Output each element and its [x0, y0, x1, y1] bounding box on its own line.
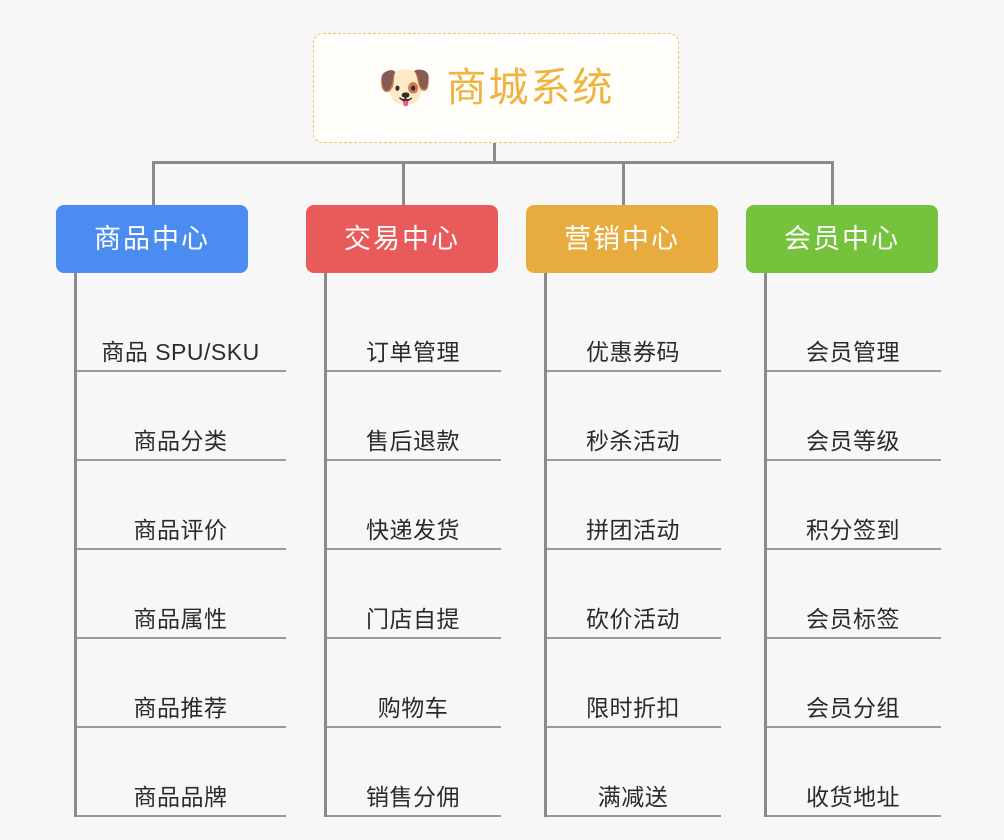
- list-item[interactable]: 满减送: [547, 728, 721, 817]
- list-item-label: 售后退款: [366, 427, 460, 454]
- connector-drop-3: [622, 161, 625, 205]
- list-item-label: 收货地址: [806, 783, 900, 810]
- list-item-label: 商品品牌: [133, 783, 228, 810]
- list-item-label: 快递发货: [366, 516, 460, 543]
- list-item-label: 商品分类: [133, 427, 228, 454]
- dog-face-icon: 🐶: [377, 63, 433, 112]
- list-item[interactable]: 优惠券码: [547, 283, 721, 372]
- list-item-label: 会员分组: [806, 694, 900, 721]
- category-header-label: 交易中心: [344, 223, 460, 254]
- list-item-label: 商品属性: [133, 605, 228, 632]
- list-item-label: 门店自提: [366, 605, 460, 632]
- category-header-label: 商品中心: [94, 223, 210, 254]
- connector-drop-4: [831, 161, 834, 205]
- connector-drop-1: [152, 161, 155, 205]
- list-item[interactable]: 订单管理: [327, 283, 501, 372]
- category-column-trade: 交易中心 订单管理 售后退款 快递发货 门店自提 购物车 销售分佣: [306, 205, 501, 817]
- list-item-label: 销售分佣: [366, 783, 460, 810]
- category-column-product: 商品中心 商品 SPU/SKU 商品分类 商品评价 商品属性 商品推荐 商品品牌: [56, 205, 286, 817]
- list-item-label: 购物车: [377, 694, 449, 721]
- list-item-label: 商品推荐: [133, 694, 228, 721]
- list-item[interactable]: 商品推荐: [77, 639, 286, 728]
- list-item-label: 秒杀活动: [586, 427, 680, 454]
- list-item[interactable]: 会员等级: [767, 372, 941, 461]
- connector-horizontal-bus: [152, 161, 834, 164]
- list-item[interactable]: 会员分组: [767, 639, 941, 728]
- list-item-label: 订单管理: [366, 338, 460, 365]
- list-item-label: 优惠券码: [586, 338, 680, 365]
- root-node[interactable]: 🐶 商城系统: [313, 33, 679, 143]
- connector-root-stem: [493, 143, 496, 163]
- category-column-marketing: 营销中心 优惠券码 秒杀活动 拼团活动 砍价活动 限时折扣 满减送: [526, 205, 721, 817]
- list-item-label: 砍价活动: [586, 605, 680, 632]
- list-item[interactable]: 拼团活动: [547, 461, 721, 550]
- list-item[interactable]: 秒杀活动: [547, 372, 721, 461]
- category-header-marketing[interactable]: 营销中心: [526, 205, 718, 273]
- list-item-label: 积分签到: [806, 516, 900, 543]
- list-item[interactable]: 商品属性: [77, 550, 286, 639]
- list-item-label: 限时折扣: [586, 694, 680, 721]
- list-item-label: 商品评价: [133, 516, 228, 543]
- connector-drop-2: [402, 161, 405, 205]
- list-item[interactable]: 门店自提: [327, 550, 501, 639]
- list-item[interactable]: 限时折扣: [547, 639, 721, 728]
- list-item[interactable]: 积分签到: [767, 461, 941, 550]
- category-header-trade[interactable]: 交易中心: [306, 205, 498, 273]
- list-item[interactable]: 收货地址: [767, 728, 941, 817]
- list-item[interactable]: 会员标签: [767, 550, 941, 639]
- list-item[interactable]: 快递发货: [327, 461, 501, 550]
- category-header-member[interactable]: 会员中心: [746, 205, 938, 273]
- root-title: 商城系统: [446, 66, 615, 110]
- category-header-label: 营销中心: [564, 223, 680, 254]
- list-item[interactable]: 商品评价: [77, 461, 286, 550]
- category-items-trade: 订单管理 售后退款 快递发货 门店自提 购物车 销售分佣: [324, 273, 501, 817]
- list-item-label: 会员等级: [806, 427, 900, 454]
- list-item[interactable]: 商品 SPU/SKU: [77, 283, 286, 372]
- list-item[interactable]: 会员管理: [767, 283, 941, 372]
- category-items-member: 会员管理 会员等级 积分签到 会员标签 会员分组 收货地址: [764, 273, 941, 817]
- list-item-label: 会员管理: [806, 338, 900, 365]
- category-items-product: 商品 SPU/SKU 商品分类 商品评价 商品属性 商品推荐 商品品牌: [74, 273, 286, 817]
- list-item-label: 商品 SPU/SKU: [101, 338, 260, 365]
- list-item[interactable]: 销售分佣: [327, 728, 501, 817]
- list-item[interactable]: 售后退款: [327, 372, 501, 461]
- category-header-product[interactable]: 商品中心: [56, 205, 248, 273]
- list-item[interactable]: 商品分类: [77, 372, 286, 461]
- list-item[interactable]: 砍价活动: [547, 550, 721, 639]
- list-item-label: 满减送: [597, 783, 669, 810]
- category-column-member: 会员中心 会员管理 会员等级 积分签到 会员标签 会员分组 收货地址: [746, 205, 941, 817]
- list-item-label: 会员标签: [806, 605, 900, 632]
- category-items-marketing: 优惠券码 秒杀活动 拼团活动 砍价活动 限时折扣 满减送: [544, 273, 721, 817]
- list-item[interactable]: 商品品牌: [77, 728, 286, 817]
- category-header-label: 会员中心: [784, 223, 900, 254]
- list-item-label: 拼团活动: [586, 516, 680, 543]
- list-item[interactable]: 购物车: [327, 639, 501, 728]
